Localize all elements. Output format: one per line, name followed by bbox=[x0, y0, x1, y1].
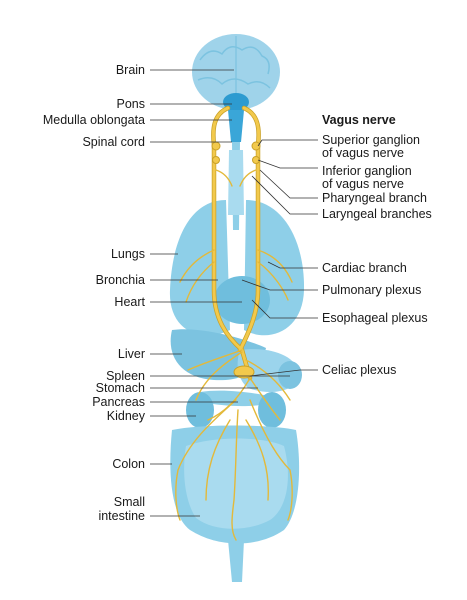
label-spinal-cord: Spinal cord bbox=[82, 135, 145, 149]
label-small-intestine-line1: Small bbox=[113, 495, 145, 509]
label-lungs: Lungs bbox=[110, 247, 145, 261]
label-small-intestine-line2: intestine bbox=[98, 509, 145, 523]
label-superior-ganglion-line2: of vagus nerve bbox=[322, 146, 404, 160]
label-superior-ganglion-line1: Superior ganglion bbox=[322, 133, 420, 147]
label-pancreas: Pancreas bbox=[92, 395, 145, 409]
label-kidney: Kidney bbox=[106, 409, 145, 423]
label-liver: Liver bbox=[117, 347, 145, 361]
trachea-shape bbox=[228, 150, 244, 215]
brain-shape bbox=[192, 34, 280, 110]
label-inferior-ganglion-line1: Inferior ganglion bbox=[322, 164, 412, 178]
spleen-shape bbox=[278, 361, 302, 389]
label-esophageal-plexus: Esophageal plexus bbox=[322, 311, 428, 325]
label-celiac-plexus: Celiac plexus bbox=[322, 363, 397, 377]
brainstem-shape bbox=[223, 93, 249, 142]
label-heart: Heart bbox=[114, 295, 145, 309]
leader-lines bbox=[150, 69, 318, 517]
label-stomach: Stomach bbox=[95, 381, 145, 395]
label-pulmonary-plexus: Pulmonary plexus bbox=[322, 283, 422, 297]
vagus-nerve-paths bbox=[175, 105, 293, 541]
label-colon: Colon bbox=[112, 457, 145, 471]
diagram-title: Vagus nerve bbox=[322, 113, 396, 127]
label-spleen: Spleen bbox=[106, 369, 145, 383]
label-medulla-oblongata: Medulla oblongata bbox=[42, 113, 145, 127]
label-laryngeal-branches: Laryngeal branches bbox=[322, 207, 432, 221]
label-pharyngeal-branch: Pharyngeal branch bbox=[322, 191, 427, 205]
label-brain: Brain bbox=[115, 63, 145, 77]
label-cardiac-branch: Cardiac branch bbox=[322, 261, 407, 275]
heart-shape bbox=[214, 276, 270, 324]
label-bronchia: Bronchia bbox=[95, 273, 145, 287]
kidney-shape bbox=[186, 392, 214, 428]
label-inferior-ganglion-line2: of vagus nerve bbox=[322, 177, 404, 191]
label-pons: Pons bbox=[116, 97, 146, 111]
